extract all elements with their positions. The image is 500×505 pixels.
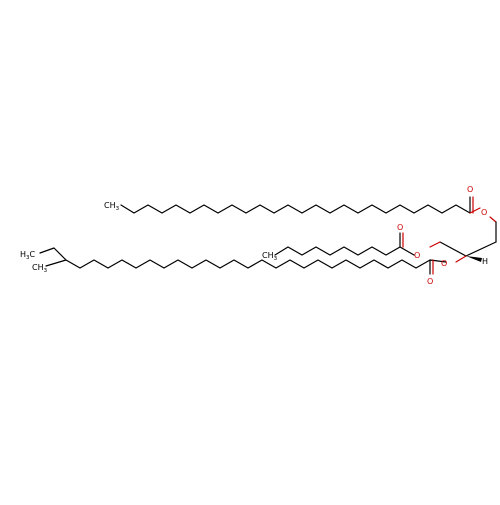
bottom-ester-oxygen-label: O: [441, 259, 447, 268]
stereo-wedge: [466, 256, 482, 262]
bottom-acyl-chain: [39, 247, 447, 269]
bottom-branch-methyl: [45, 259, 67, 267]
middle-acyl-chain: [274, 246, 415, 256]
glycerol-c1-c2: [465, 241, 497, 257]
top-ester-bond-b: [489, 216, 497, 223]
top-carbonyl-oxygen-label: O: [467, 185, 473, 194]
middle-terminal-ch3-label: CH3: [262, 251, 278, 262]
bottom-carbonyl-oxygen-label: O: [427, 277, 433, 286]
top-ester-bond-a: [469, 207, 481, 214]
bottom-terminal-h3c-label: H3C: [20, 250, 36, 261]
top-acyl-chain: [120, 204, 471, 214]
top-ester-oxygen-label: O: [481, 208, 487, 217]
glycerol-c2-c3: [439, 241, 467, 257]
middle-carbonyl-oxygen-label: O: [397, 223, 403, 232]
top-terminal-ch3-label: CH3: [104, 201, 120, 212]
middle-ester-oxygen-label: O: [414, 251, 420, 260]
bottom-branch-ch3-label: CH3: [32, 263, 48, 274]
c2-ester-o: [455, 255, 467, 263]
stereo-hydrogen-label: H: [482, 257, 488, 266]
c3-ester-o: [429, 241, 441, 248]
